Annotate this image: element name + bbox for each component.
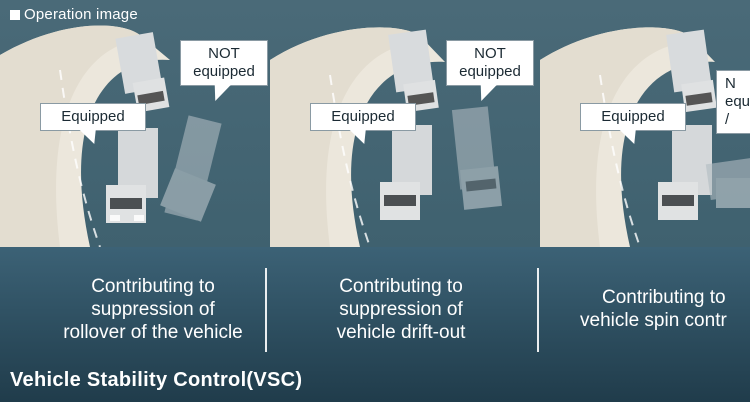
caption-line: suppression of — [91, 299, 215, 320]
not-equipped-line-1: NOT — [208, 45, 240, 62]
not-equipped-line-1: NOT — [474, 45, 506, 62]
illustration-area: Operation image Equipped NOT equipped Eq… — [0, 0, 750, 247]
panel-spin — [540, 0, 750, 247]
panel-rollover — [0, 0, 270, 247]
caption-line: vehicle spin contr — [580, 310, 727, 331]
not-equipped-line-2: equipped — [193, 63, 255, 80]
divider — [537, 268, 539, 352]
equipped-bubble-text: Equipped — [331, 108, 395, 125]
page-title: Vehicle Stability Control(VSC) — [10, 369, 303, 391]
caption-spin: Contributing to vehicle spin contr — [580, 286, 727, 332]
operation-image-label: Operation image — [10, 6, 138, 23]
square-icon — [10, 9, 20, 20]
caption-line: vehicle drift-out — [336, 322, 466, 343]
not-equipped-line-2: equipped — [459, 63, 521, 80]
not-equipped-bubble: N equ / — [716, 70, 750, 134]
caption-line: Contributing to — [339, 276, 463, 297]
operation-image-text: Operation image — [24, 6, 138, 23]
divider — [265, 268, 267, 352]
truck-icon — [106, 128, 158, 223]
not-equipped-line-2: equ — [725, 93, 750, 110]
truck-icon — [388, 29, 439, 113]
truck-icon — [115, 32, 170, 113]
equipped-bubble: Equipped — [310, 103, 416, 131]
not-equipped-line-1: N — [725, 75, 736, 92]
caption-area — [0, 247, 750, 402]
truck-icon — [658, 125, 712, 220]
not-equipped-bubble: NOT equipped — [446, 40, 534, 86]
not-equipped-bubble: NOT equipped — [180, 40, 268, 86]
panel-drift-out — [270, 0, 540, 247]
truck-icon — [666, 29, 717, 113]
caption-line: Contributing to — [91, 276, 215, 297]
equipped-bubble-text: Equipped — [61, 108, 125, 125]
caption-line: rollover of the vehicle — [63, 322, 243, 343]
caption-line: Contributing to — [602, 287, 726, 308]
caption-line: suppression of — [339, 299, 463, 320]
equipped-bubble: Equipped — [580, 103, 686, 131]
caption-drift-out: Contributing to suppression of vehicle d… — [290, 275, 512, 344]
not-equipped-line-3: / — [725, 111, 730, 128]
equipped-bubble: Equipped — [40, 103, 146, 131]
equipped-bubble-text: Equipped — [601, 108, 665, 125]
caption-rollover: Contributing to suppression of rollover … — [38, 275, 268, 344]
truck-icon — [380, 125, 432, 220]
